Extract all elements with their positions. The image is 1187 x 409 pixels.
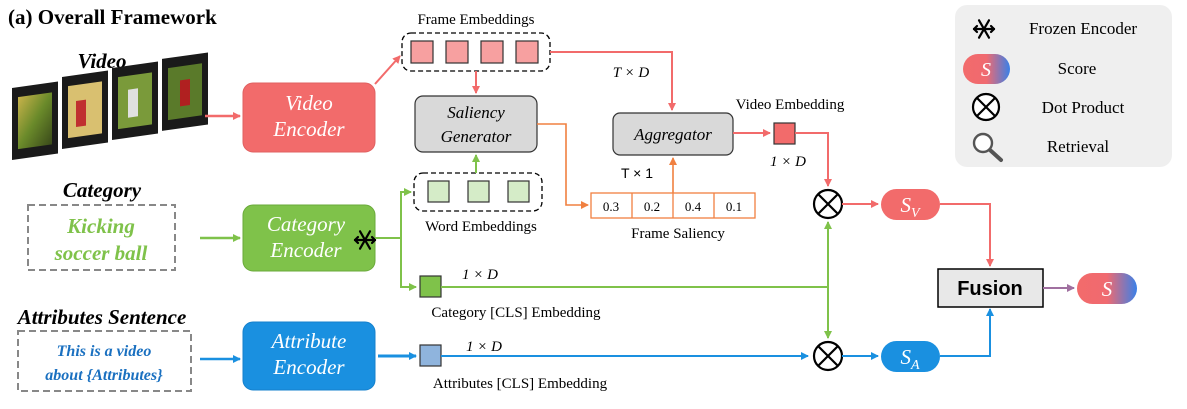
video-film-strip [12,52,208,160]
legend-frozen-label: Frozen Encoder [1029,19,1137,38]
dot-product-video [812,188,844,220]
frame-embeddings [401,32,551,72]
legend-retrieval-label: Retrieval [1047,137,1110,156]
word-embedding-3 [507,180,530,203]
saliency-value-3: 0.4 [685,199,702,214]
one-times-d-video-label: 1 × D [770,154,806,170]
attributes-text-line1: This is a video [57,343,152,360]
one-times-d-attributes-label: 1 × D [466,339,502,355]
aggregator: Aggregator [612,112,734,156]
video-embedding-label: Video Embedding [736,97,845,113]
word-embedding-2 [467,180,490,203]
legend-score-icon: S [963,54,1010,84]
final-score-label: S [1102,277,1113,301]
legend: Frozen Encoder S Score Dot Product Retri… [955,5,1172,167]
one-times-d-category-label: 1 × D [462,267,498,283]
attributes-text-line2: about {Attributes} [45,367,163,384]
frame-saliency: 0.3 0.2 0.4 0.1 [590,192,756,219]
frame-embedding-1 [410,40,434,64]
aggregator-label: Aggregator [633,125,712,144]
video-encoder-line1: Video [285,91,332,115]
t-times-d-label: T × D [613,65,650,81]
frame-embedding-3 [480,40,504,64]
fusion-label: Fusion [957,278,1023,300]
score-sv-main: S [900,193,911,217]
category-cls-embedding [419,275,442,298]
snowflake-icon [353,230,377,250]
t-times-1-label: T × 1 [621,165,653,181]
legend-dot-product-icon [971,92,1001,122]
dot-product-attribute [812,340,844,372]
arrow-category-to-cls [400,238,417,291]
arrow-video-encoder-to-frames [374,55,401,85]
frame-embedding-2 [445,40,469,64]
word-embedding-1 [427,180,450,203]
video-encoder: Video Encoder [242,82,376,153]
word-embeddings [413,172,543,212]
fusion: Fusion [937,268,1044,308]
attribute-encoder: Attribute Encoder [242,321,376,391]
saliency-generator-line1: Saliency [447,103,505,122]
svg-text:SV: SV [900,193,921,221]
attributes-cls-embedding [419,344,442,367]
category-cls-label: Category [CLS] Embedding [431,305,601,321]
legend-score-label: Score [1058,59,1097,78]
category-encoder: Category Encoder [242,204,377,272]
attribute-encoder-line1: Attribute [270,329,347,353]
score-sv: SV [881,189,940,221]
attributes-text-box: This is a video about {Attributes} [17,330,192,392]
category-text-line1: Kicking [66,214,135,238]
final-score: S [1077,273,1137,304]
saliency-generator: Saliency Generator [414,95,538,153]
word-embeddings-label: Word Embeddings [425,219,537,235]
saliency-generator-line2: Generator [441,127,512,146]
frame-saliency-label: Frame Saliency [631,226,725,242]
arrow-saliency-to-frame-saliency [537,123,589,209]
legend-dot-label: Dot Product [1042,98,1125,117]
score-sv-sub: V [911,206,921,221]
category-text-line2: soccer ball [54,241,148,265]
arrow-video-embedding-to-dot [795,132,832,187]
score-sa-sub: A [910,358,920,373]
attributes-input-label: Attributes Sentence [16,305,187,329]
attribute-encoder-line2: Encoder [272,355,345,379]
saliency-value-4: 0.1 [726,199,742,214]
category-encoder-line1: Category [267,212,346,236]
score-sa-main: S [900,345,911,369]
arrow-frames-to-aggregator [550,51,676,111]
legend-snowflake-icon [972,19,996,39]
legend-score-symbol: S [981,59,991,81]
arrow-sv-to-fusion [940,203,994,267]
frame-embedding-4 [515,40,539,64]
arrow-sa-to-fusion [940,308,994,357]
saliency-value-1: 0.3 [603,199,619,214]
arrow-category-to-words [375,188,412,239]
score-sa: SA [881,341,940,373]
frame-embeddings-label: Frame Embeddings [417,12,534,28]
saliency-value-2: 0.2 [644,199,660,214]
video-embedding [773,122,796,145]
svg-text:SA: SA [900,345,920,373]
category-input-label: Category [63,178,142,202]
category-encoder-line2: Encoder [269,238,342,262]
attributes-cls-label: Attributes [CLS] Embedding [433,376,608,392]
panel-title: (a) Overall Framework [8,5,217,29]
legend-search-icon [972,132,1003,162]
category-text-box: Kicking soccer ball [27,204,176,271]
video-encoder-line2: Encoder [272,117,345,141]
